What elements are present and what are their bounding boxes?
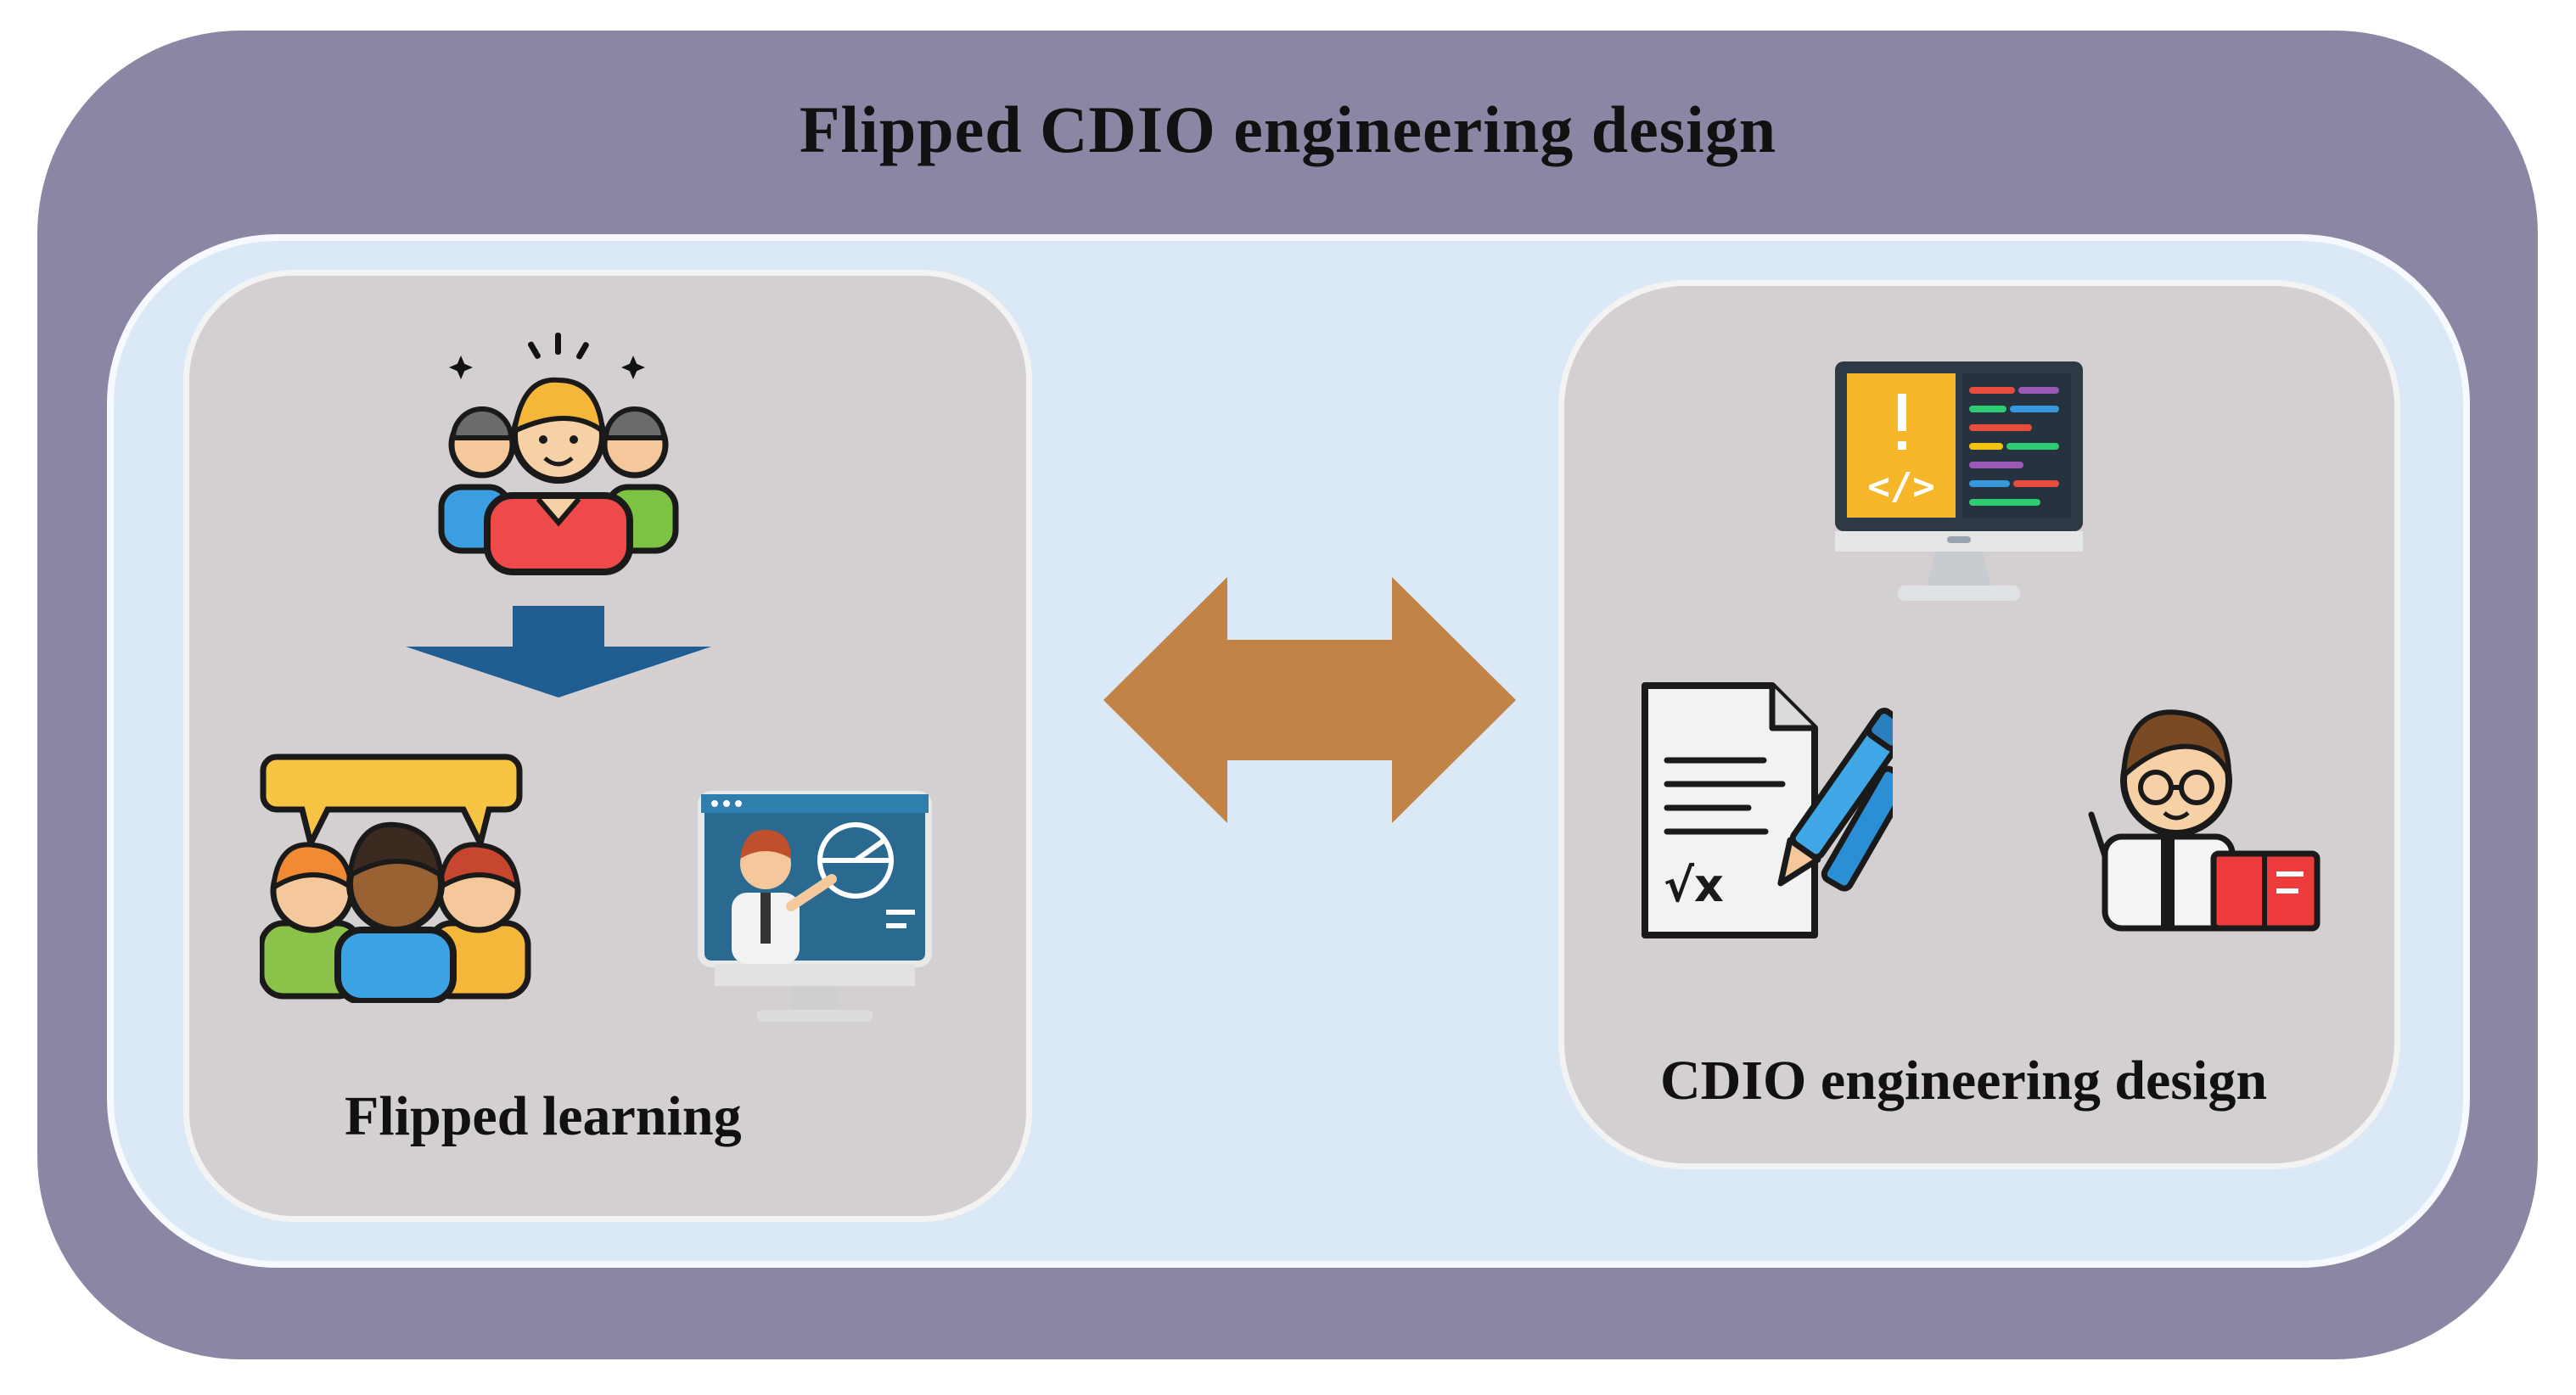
coding-monitor-icon: </>	[1835, 361, 2083, 601]
teacher-with-book-icon	[2088, 709, 2321, 932]
diagram-title: Flipped CDIO engineering design	[799, 92, 1777, 166]
down-arrow-icon	[406, 606, 711, 698]
cdio-engineering-design-label: CDIO engineering design	[1660, 1050, 2268, 1112]
online-lecture-icon	[698, 791, 932, 1022]
discussion-group-icon	[260, 754, 531, 1003]
bidirectional-arrow-icon	[1103, 577, 1516, 823]
group-of-people-icon	[438, 333, 679, 575]
svg-text:</>: </>	[1867, 465, 1934, 508]
flipped-learning-label: Flipped learning	[345, 1085, 742, 1147]
svg-text:√x: √x	[1664, 859, 1724, 912]
document-with-pen-icon: √x	[1642, 682, 1893, 938]
